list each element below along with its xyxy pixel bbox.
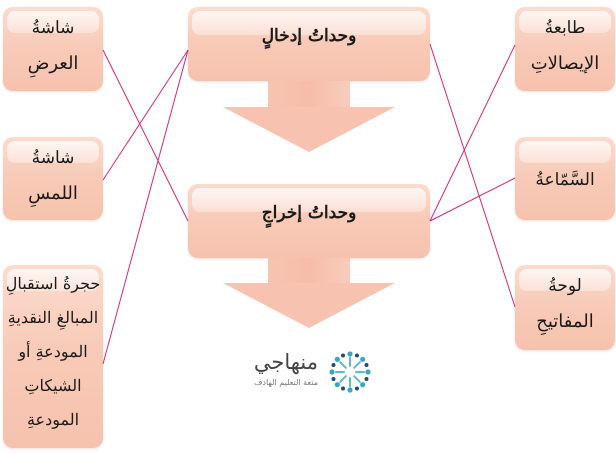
- box-gloss: [7, 269, 99, 291]
- label-line1: طابعةُ: [544, 18, 586, 38]
- box-gloss: [192, 188, 426, 212]
- arrow-head: [223, 107, 395, 152]
- label-line1: السَّمّاعةُ: [535, 170, 595, 190]
- right-box-receipt-printer: طابعةُ الإيصالاتِ: [515, 7, 615, 91]
- arrow-head: [223, 283, 395, 328]
- label-line1: شاشةُ: [31, 148, 75, 168]
- box-label: وحداتُ إخراجٍ: [188, 184, 430, 258]
- box-label: شاشةُ العرضِ: [3, 7, 103, 91]
- line-printer-to-output: [429, 44, 516, 222]
- label-line: حجرةُ استقبالِ: [5, 274, 101, 293]
- right-box-keyboard: لوحةُ المفاتيحِ: [515, 265, 615, 350]
- label-line2: اللمسِ: [28, 183, 78, 204]
- line-speaker-to-output: [429, 177, 516, 222]
- box-gloss: [519, 11, 611, 33]
- input-units-label: وحداتُ إدخالٍ: [261, 26, 357, 46]
- line-deposit-to-input: [102, 49, 189, 365]
- input-units-box: وحداتُ إدخالٍ: [188, 7, 430, 81]
- label-line1: شاشةُ: [31, 18, 75, 38]
- box-gloss: [192, 11, 426, 35]
- box-gloss: [519, 141, 611, 163]
- logo-tagline: متعة التعليم الهادف: [254, 378, 318, 387]
- box-label: وحداتُ إدخالٍ: [188, 7, 430, 81]
- box-label: حجرةُ استقبالِ المبالغِ النقديةِ المودعة…: [3, 265, 103, 448]
- label-line: المودعةِ أو: [18, 342, 88, 361]
- label-line: المبالغِ النقديةِ: [7, 308, 99, 327]
- box-label: طابعةُ الإيصالاتِ: [515, 7, 615, 91]
- box-label: السَّمّاعةُ: [515, 137, 615, 220]
- down-arrow-1: [223, 81, 395, 153]
- label-line: الشيكاتِ: [24, 376, 82, 395]
- left-box-display-screen: شاشةُ العرضِ: [3, 7, 103, 91]
- down-arrow-2: [223, 258, 395, 330]
- label-line: المودعةِ: [26, 410, 80, 429]
- label-line2: العرضِ: [27, 53, 79, 74]
- label-line1: لوحةُ: [548, 276, 582, 296]
- manhaji-logo: منهاجي متعة التعليم الهادف: [228, 348, 378, 398]
- output-units-box: وحداتُ إخراجٍ: [188, 184, 430, 258]
- logo-name: منهاجي: [253, 350, 318, 374]
- output-units-label: وحداتُ إخراجٍ: [261, 203, 357, 223]
- left-box-touch-screen: شاشةُ اللمسِ: [3, 137, 103, 220]
- line-touch-to-input: [102, 49, 189, 181]
- right-box-speaker: السَّمّاعةُ: [515, 137, 615, 220]
- line-keyboard-to-input: [429, 43, 516, 308]
- left-box-deposit-slot: حجرةُ استقبالِ المبالغِ النقديةِ المودعة…: [3, 265, 103, 448]
- box-gloss: [7, 11, 99, 33]
- label-line2: المفاتيحِ: [536, 311, 594, 332]
- logo-people-circle-icon: [329, 351, 371, 393]
- line-display-to-output: [102, 49, 189, 222]
- arrow-stem: [268, 258, 350, 284]
- box-gloss: [7, 141, 99, 163]
- box-gloss: [519, 269, 611, 291]
- label-line2: الإيصالاتِ: [530, 53, 600, 74]
- box-label: شاشةُ اللمسِ: [3, 137, 103, 220]
- box-label: لوحةُ المفاتيحِ: [515, 265, 615, 350]
- arrow-stem: [268, 81, 350, 108]
